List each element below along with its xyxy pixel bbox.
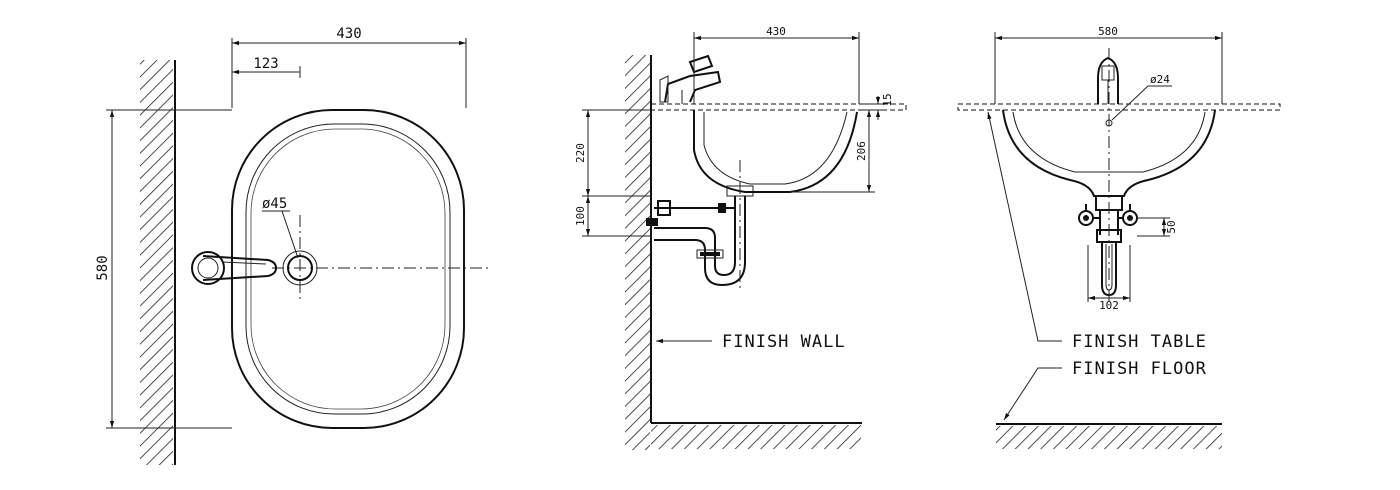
side-angle-valve — [646, 200, 735, 226]
side-drain-label: 100 — [574, 206, 587, 226]
side-dimension-rim: 15 — [862, 93, 894, 120]
front-dimension-waste: 102 — [1087, 245, 1131, 312]
side-dimension-depth: 220 — [574, 109, 651, 197]
plan-dimension-hole: ø45 — [262, 196, 299, 259]
front-dimension-valve: 50 — [1137, 217, 1178, 237]
front-valve-label: 50 — [1165, 220, 1178, 233]
front-view: 580 ø24 50 102 FINISH TABLE FINISH FLO — [957, 25, 1281, 449]
plan-view: 430 123 580 ø45 — [95, 26, 488, 465]
front-countertop — [957, 103, 1281, 111]
side-faucet-icon — [659, 54, 722, 104]
front-waste-label: 102 — [1099, 299, 1119, 312]
plan-dimension-offset: 123 — [232, 56, 301, 78]
plan-dimension-height: 580 — [95, 109, 232, 429]
side-drain-trap — [654, 196, 746, 287]
finish-wall-label: FINISH WALL — [722, 332, 846, 352]
plan-basin-outline — [231, 109, 465, 429]
side-basin-bowl — [693, 110, 858, 197]
side-view: 430 15 206 220 100 FINISH WALL — [574, 25, 907, 450]
side-countertop — [650, 103, 907, 111]
side-wall-hatch — [625, 55, 652, 450]
front-dimension-width: 580 — [994, 25, 1223, 104]
side-dimension-drain: 100 — [574, 196, 651, 237]
finish-floor-label: FINISH FLOOR — [1072, 359, 1207, 379]
front-angle-valves — [1078, 204, 1138, 226]
plan-wall-hatch — [140, 60, 176, 465]
front-tap-hole-label: ø24 — [1150, 73, 1170, 86]
side-dimension-width: 430 — [693, 25, 860, 104]
plan-faucet-icon — [191, 251, 278, 285]
plan-hole-label: ø45 — [262, 196, 287, 212]
plan-centerlines — [272, 215, 488, 300]
plan-height-label: 580 — [95, 255, 111, 280]
front-floor-callout: FINISH FLOOR — [1003, 359, 1207, 421]
side-dimension-bowl: 206 — [790, 110, 875, 193]
plan-width-label: 430 — [336, 26, 361, 42]
side-floor-hatch — [651, 422, 862, 449]
side-rim-label: 15 — [881, 93, 894, 106]
front-floor-hatch — [996, 423, 1222, 449]
side-depth-label: 220 — [574, 143, 587, 163]
finish-table-label: FINISH TABLE — [1072, 332, 1207, 352]
plan-offset-label: 123 — [253, 56, 278, 72]
side-wall-callout: FINISH WALL — [656, 332, 846, 352]
front-width-label: 580 — [1098, 25, 1118, 38]
front-table-callout: FINISH TABLE — [987, 111, 1207, 352]
plan-dimension-width: 430 — [231, 26, 467, 108]
front-dimension-tap-hole: ø24 — [1105, 73, 1172, 127]
side-bowl-label: 206 — [855, 141, 868, 161]
plan-drain-hole — [282, 250, 318, 286]
front-faucet-icon — [1097, 56, 1119, 104]
side-width-label: 430 — [766, 25, 786, 38]
